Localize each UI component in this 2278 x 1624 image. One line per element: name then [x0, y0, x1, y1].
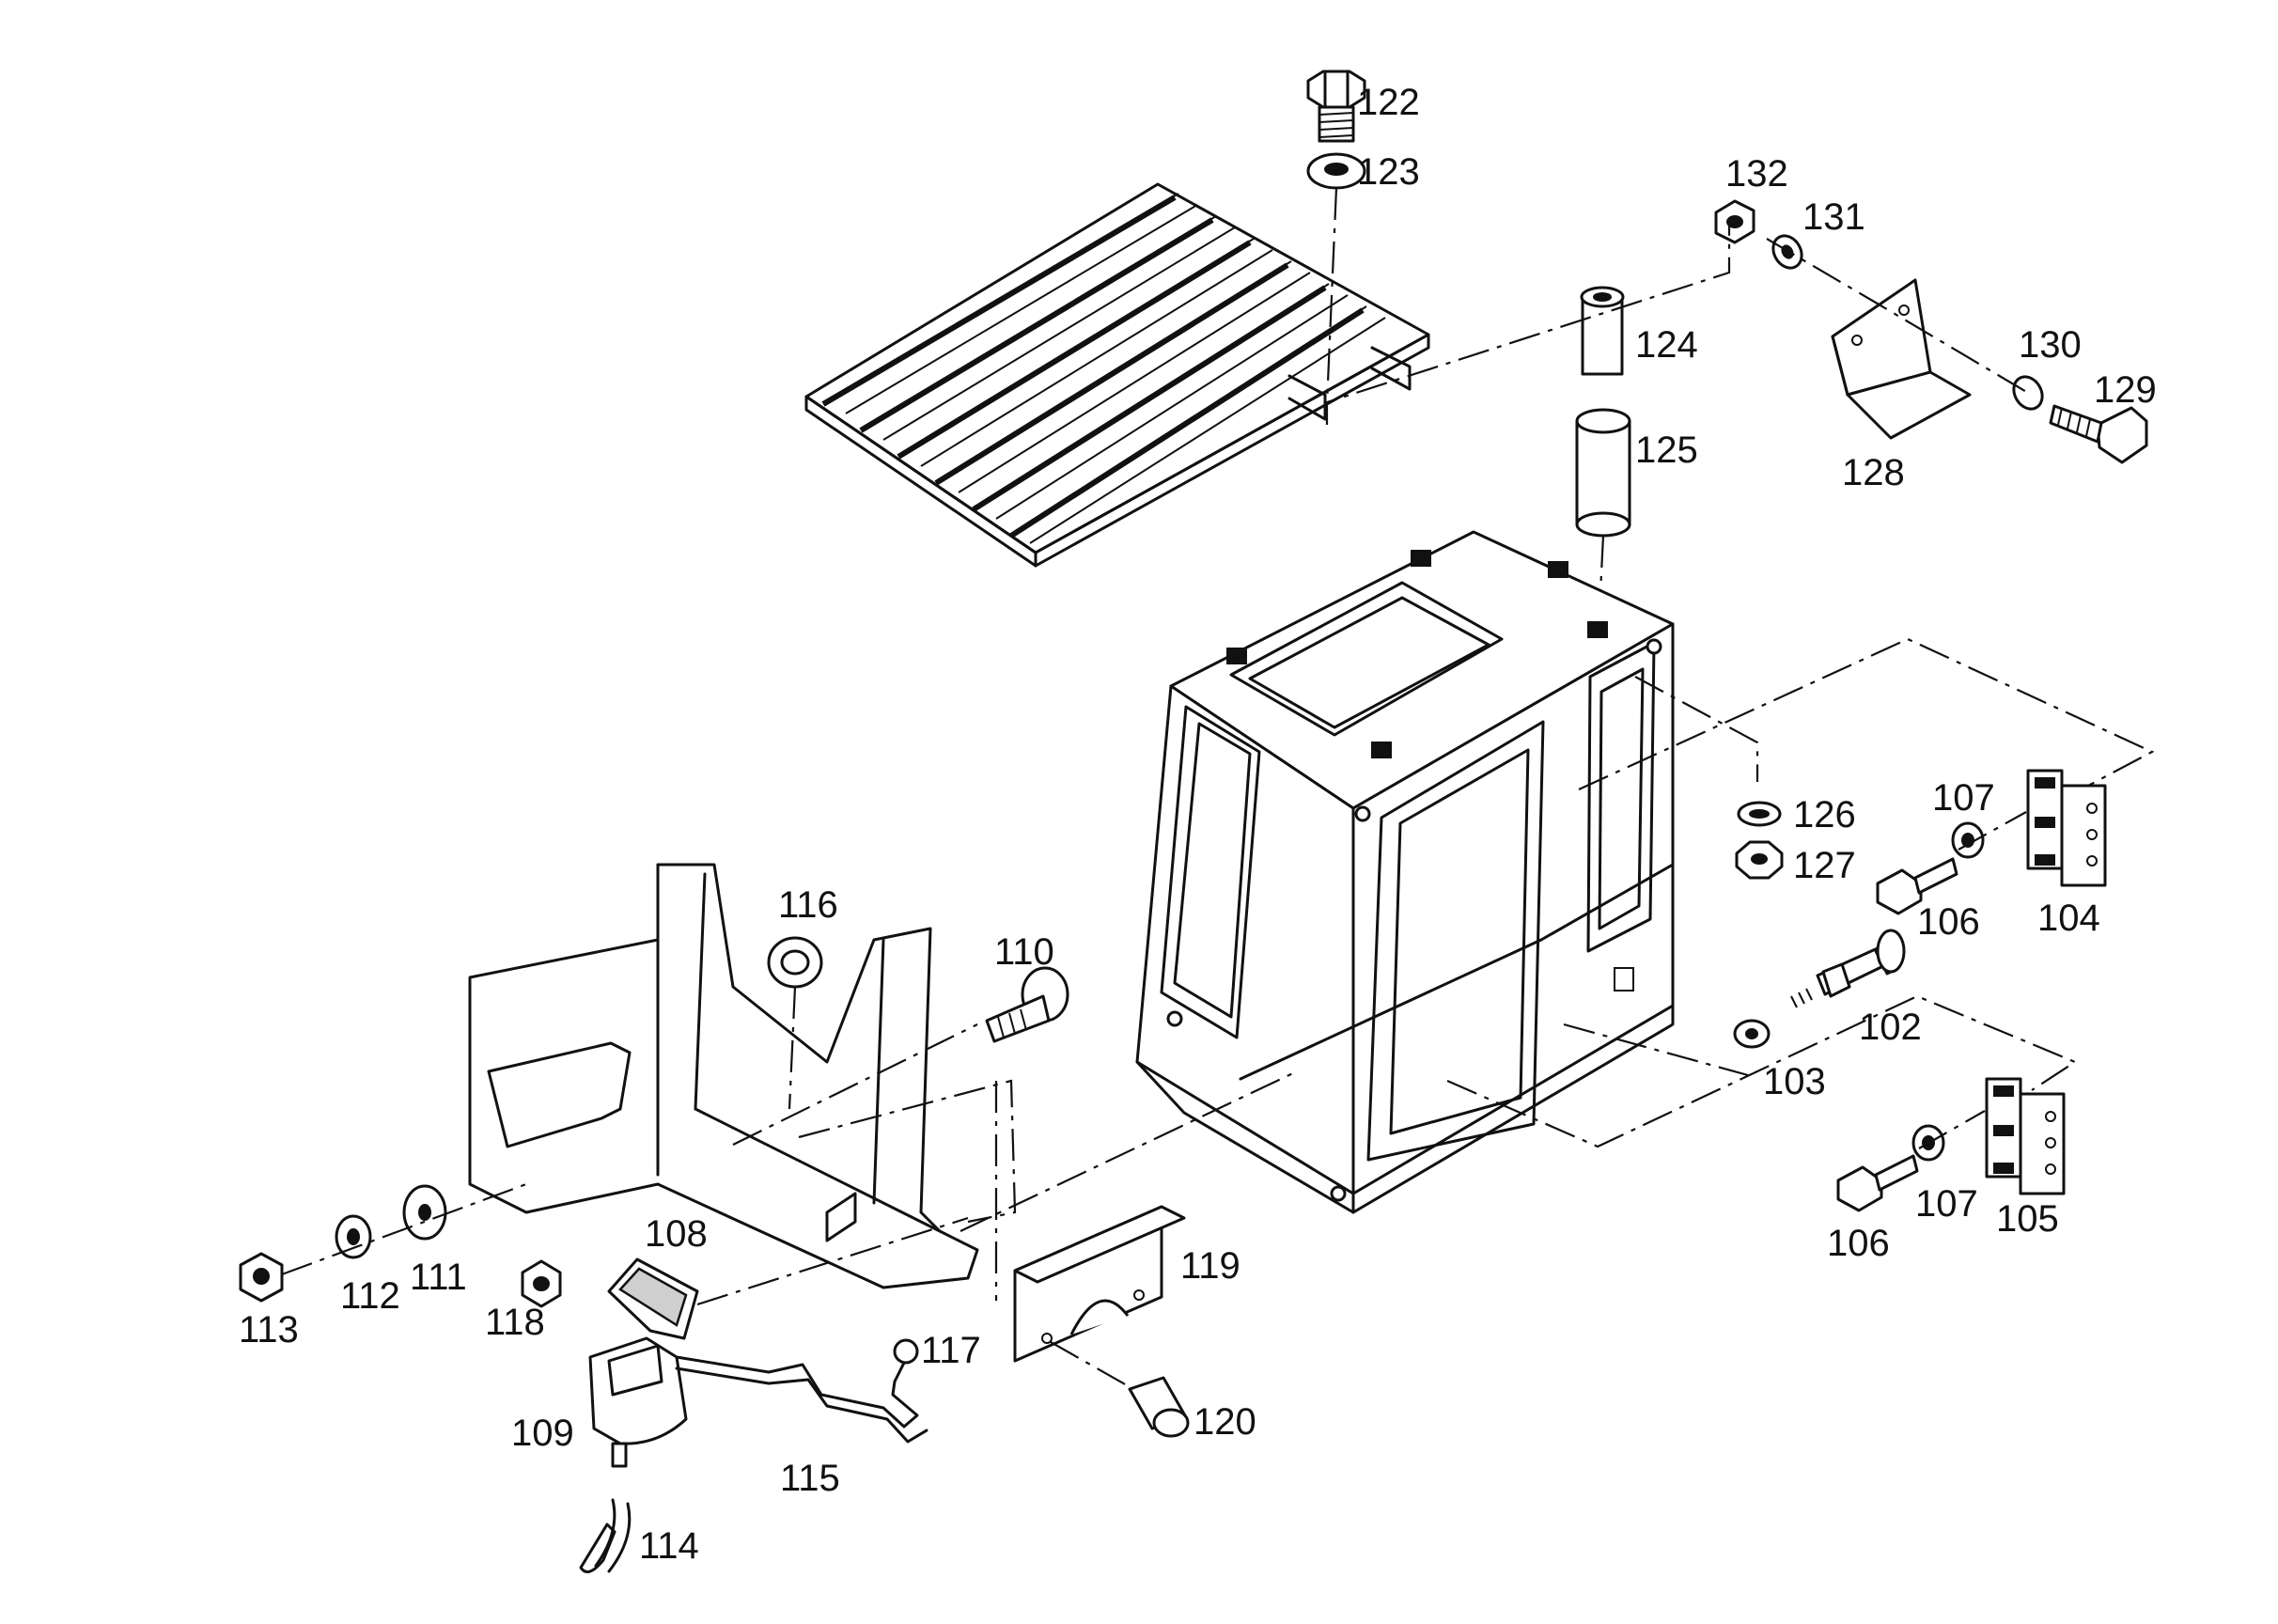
hinge-104 [2026, 769, 2107, 887]
washer-103 [1733, 1019, 1771, 1049]
hinge-105 [1985, 1077, 2066, 1195]
washer-126 [1737, 801, 1782, 827]
label-127: 127 [1793, 845, 1856, 886]
washer-107-upper [1951, 821, 1985, 859]
label-110: 110 [994, 931, 1054, 973]
leader-hinge-105 [1446, 994, 2078, 1148]
label-117: 117 [921, 1330, 981, 1371]
leader-cab-126 [1634, 676, 1759, 782]
label-109: 109 [511, 1413, 574, 1454]
label-106-lower: 106 [1827, 1223, 1890, 1264]
label-124: 124 [1635, 324, 1698, 366]
label-131: 131 [1802, 196, 1865, 238]
nut-118 [521, 1259, 562, 1308]
leader-panel-118 [798, 1079, 1017, 1224]
washer-111 [402, 1184, 447, 1241]
bolt-106-upper [1876, 857, 1958, 915]
bolt-110 [985, 966, 1069, 1043]
label-107-upper: 107 [1932, 777, 1995, 819]
leader-panel-110 [732, 1023, 978, 1146]
leader-grating-bracket [1325, 222, 1731, 425]
washer-130 [2012, 375, 2044, 411]
spacer-124 [1580, 286, 1625, 376]
label-118: 118 [485, 1302, 545, 1343]
cab-frame [1135, 530, 1675, 1214]
label-125: 125 [1635, 429, 1698, 471]
side-panel [468, 863, 979, 1289]
label-119: 119 [1180, 1245, 1240, 1287]
label-120: 120 [1194, 1401, 1256, 1443]
nut-113 [239, 1252, 284, 1303]
label-115: 115 [780, 1458, 840, 1499]
label-128: 128 [1842, 452, 1905, 493]
sleeve-125 [1575, 408, 1631, 538]
hose-114 [579, 1498, 632, 1573]
label-102: 102 [1859, 1007, 1922, 1048]
label-130: 130 [2019, 324, 2082, 366]
label-114: 114 [639, 1525, 699, 1567]
block-119 [1013, 1205, 1186, 1363]
rod-115 [675, 1355, 928, 1444]
leader-bracket-bolt [1766, 238, 2029, 394]
bolt-102 [1790, 929, 1906, 1008]
bolt-106-lower [1836, 1154, 1919, 1212]
label-103: 103 [1763, 1061, 1826, 1102]
label-122: 122 [1357, 82, 1420, 123]
bracket-128 [1831, 278, 1972, 440]
label-107-lower: 107 [1915, 1183, 1978, 1225]
latch-108 [607, 1257, 699, 1340]
label-111: 111 [410, 1257, 467, 1298]
part-labels: 122 123 132 131 124 130 129 125 128 126 … [239, 82, 2157, 1567]
label-129: 129 [2094, 369, 2157, 411]
roof-grating [804, 182, 1430, 568]
washer-123 [1306, 152, 1366, 190]
leader-120 [1050, 1341, 1134, 1390]
nut-127 [1735, 840, 1784, 880]
label-116: 116 [778, 884, 838, 926]
leader-108 [696, 1216, 969, 1306]
bolt-129 [2049, 404, 2148, 464]
label-108: 108 [645, 1213, 708, 1255]
label-123: 123 [1357, 151, 1420, 193]
leader-panel-cab [960, 1070, 1298, 1232]
cover-109 [588, 1336, 688, 1468]
nut-132 [1714, 199, 1755, 244]
leader-hinge-104 [1578, 637, 2155, 791]
cap-117 [893, 1338, 919, 1365]
washer-112 [335, 1214, 372, 1259]
label-113: 113 [239, 1309, 299, 1351]
leader-113-111 [281, 1182, 527, 1276]
label-126: 126 [1793, 794, 1856, 835]
leader-123 [1325, 187, 1338, 405]
label-105: 105 [1996, 1198, 2059, 1240]
grommet-116 [767, 936, 823, 1110]
leader-107-upper [1958, 811, 2027, 851]
label-104: 104 [2037, 898, 2100, 939]
leader-107-lower [1918, 1110, 1986, 1149]
plug-120 [1128, 1376, 1190, 1438]
label-106-upper: 106 [1917, 901, 1980, 943]
bolt-122 [1306, 70, 1366, 143]
label-112: 112 [340, 1275, 400, 1317]
leader-cab-103 [1563, 1023, 1749, 1077]
label-132: 132 [1725, 153, 1788, 195]
